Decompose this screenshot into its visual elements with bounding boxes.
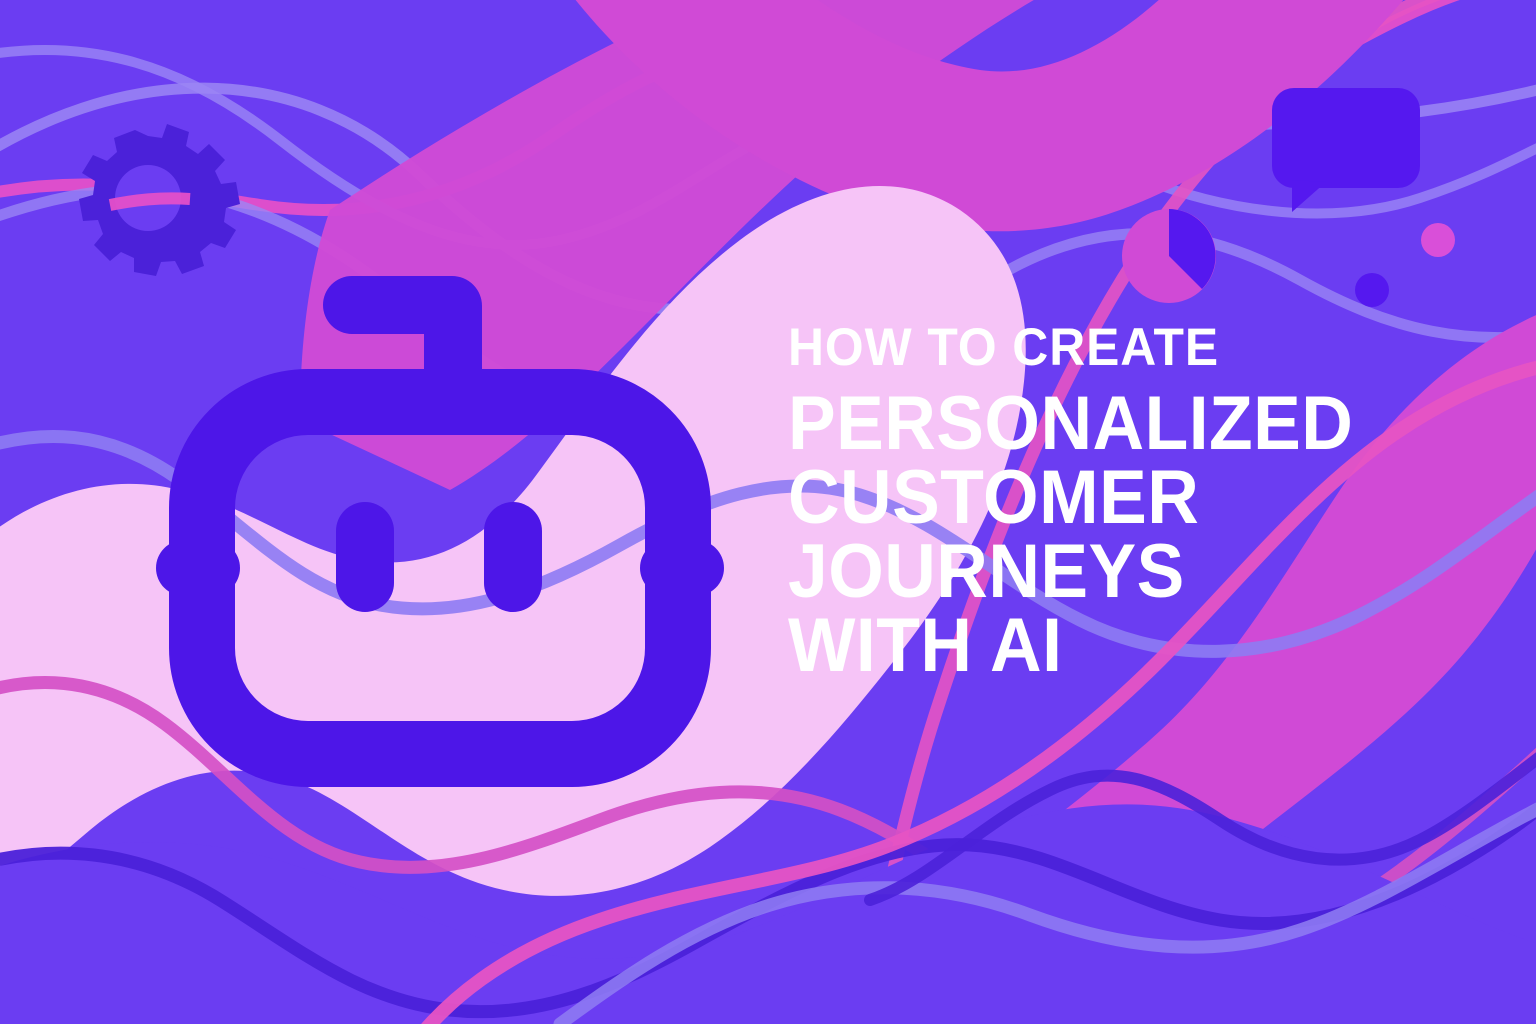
deep-purple-wave-right-upper (864, 752, 1536, 906)
decorative-dot-pink (1421, 223, 1455, 257)
front-wave-lines (0, 360, 1536, 1024)
chat-bubble-icon (1272, 88, 1420, 212)
pie-chart-icon (1122, 209, 1216, 303)
pink-line-through-gear (108, 192, 191, 211)
robot-eye-left (336, 502, 394, 612)
magenta-band-top-clean (575, 0, 1404, 232)
bottom-purple-band (0, 804, 1536, 1024)
pink-wave-right-upper (853, 0, 1441, 1024)
robot-head (169, 369, 711, 787)
lavender-wave-bottom-right (553, 802, 1536, 1024)
robot-eye-right (484, 502, 542, 612)
magenta-band-right (830, 315, 1536, 1024)
pink-wave-bottom (421, 360, 1536, 1024)
robot-icon (156, 276, 724, 787)
decorative-dot-purple (1355, 273, 1389, 307)
